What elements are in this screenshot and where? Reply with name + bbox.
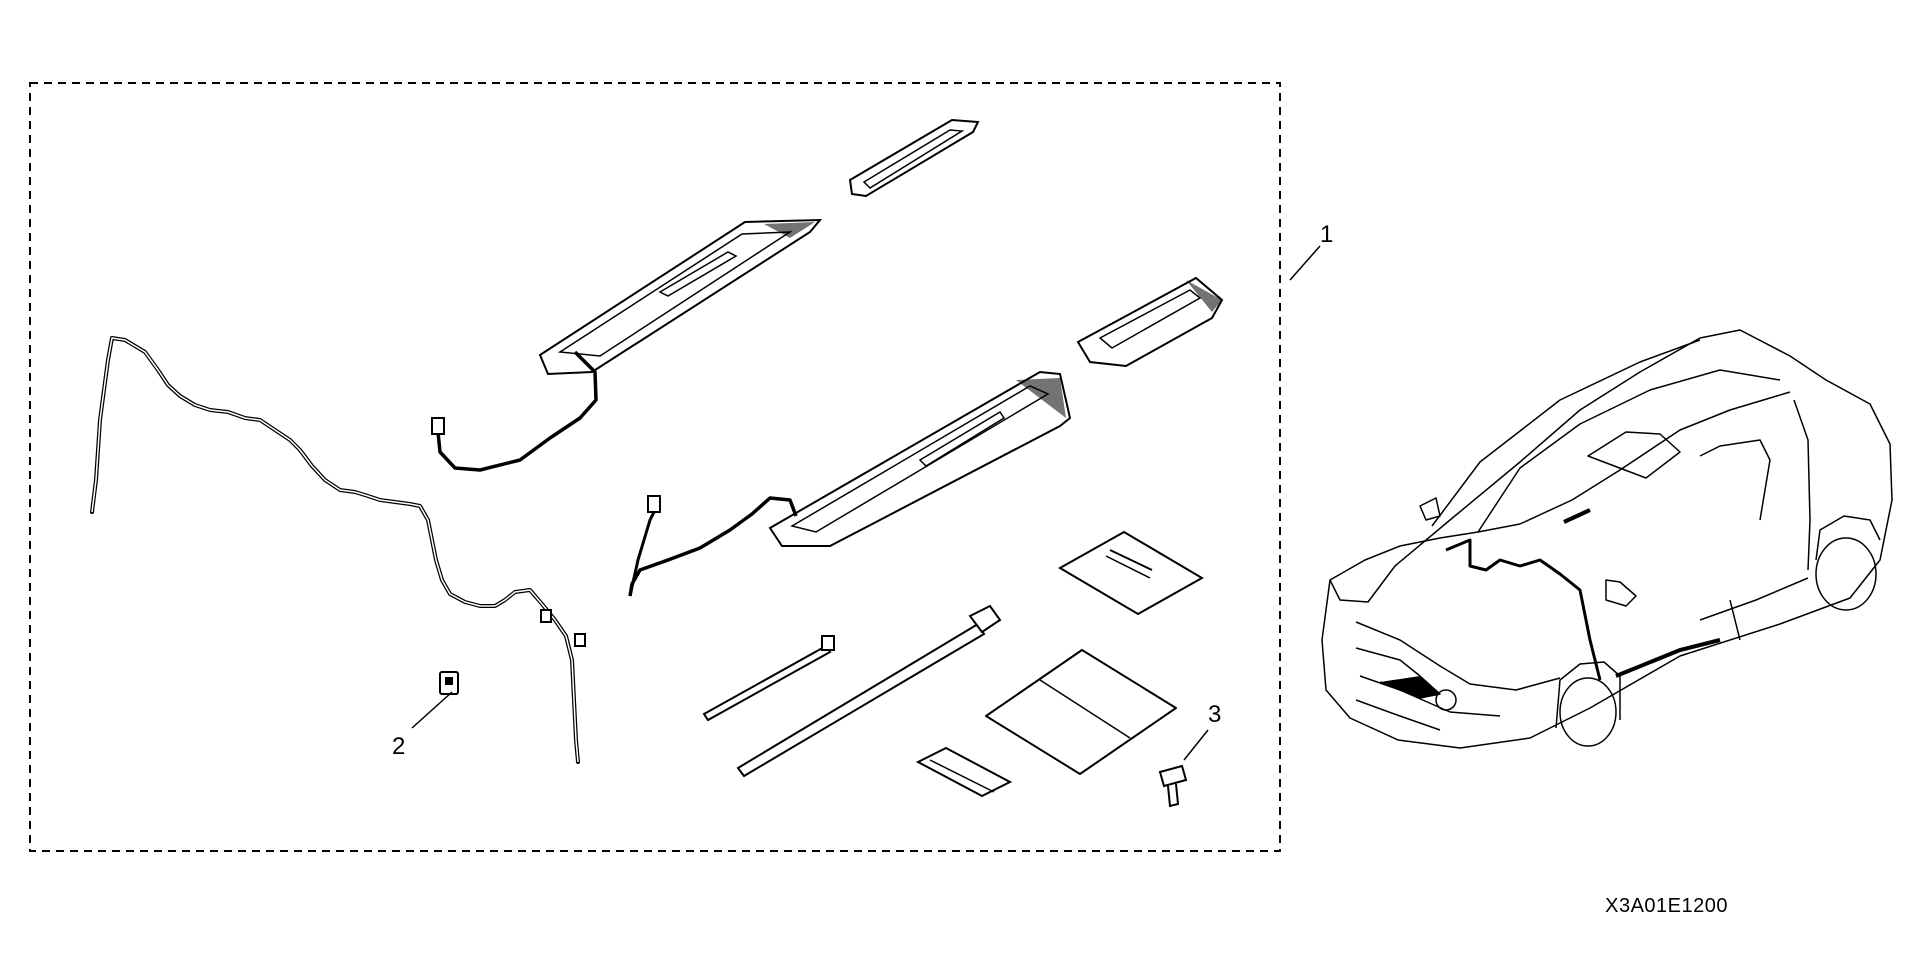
callout-2-leader xyxy=(412,692,452,728)
bolt-part xyxy=(1160,766,1186,806)
clip-part-inner xyxy=(445,677,453,685)
rear-scuff-plate-lower xyxy=(1078,278,1222,366)
rear-scuff-plate-upper xyxy=(850,120,978,196)
short-cable-tie xyxy=(704,636,834,720)
cleaning-pad xyxy=(986,650,1176,774)
upper-plate-connector xyxy=(432,418,444,434)
callout-1-label: 1 xyxy=(1320,221,1333,248)
reference-code: X3A01E1200 xyxy=(1605,895,1728,917)
vehicle-harness-route xyxy=(1446,540,1600,680)
callout-3-leader xyxy=(1184,730,1208,760)
instruction-sheet xyxy=(1060,532,1202,614)
upper-plate-wire xyxy=(438,352,596,470)
harness-connector-b xyxy=(575,634,585,646)
vehicle-scuff-upper xyxy=(1564,510,1590,522)
vehicle-illustration xyxy=(1322,330,1892,748)
front-scuff-plate-lower xyxy=(770,372,1070,546)
callout-2-label: 2 xyxy=(392,733,405,760)
long-wire-harness-inner xyxy=(92,338,578,762)
adhesive-strip xyxy=(918,748,1010,796)
callout-3-label: 3 xyxy=(1208,701,1221,728)
harness-connector-a xyxy=(541,610,551,622)
callout-1-leader xyxy=(1290,246,1320,280)
long-cable-tie xyxy=(738,606,1000,776)
lower-plate-wire xyxy=(630,498,796,596)
vehicle-scuff-lower xyxy=(1616,640,1720,676)
long-wire-harness xyxy=(92,338,578,762)
lower-plate-connector xyxy=(648,496,660,512)
front-scuff-plate-upper xyxy=(540,220,820,374)
lower-plate-wire-lead xyxy=(630,508,656,596)
